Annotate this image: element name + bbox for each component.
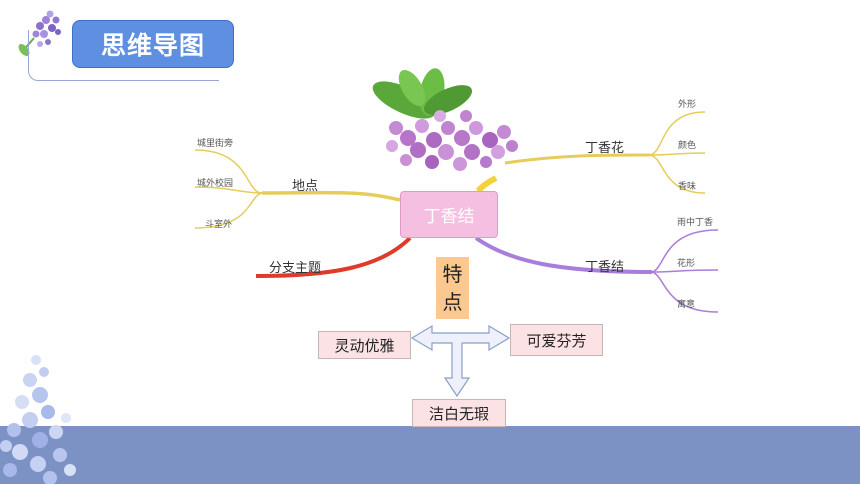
location-child-3: 斗室外 [205, 220, 233, 230]
trait-bottom: 洁白无瑕 [412, 399, 506, 427]
flower-child-1: 外形 [678, 100, 697, 110]
knot-child-1: 雨中丁香 [677, 218, 714, 228]
trait-left: 灵动优雅 [318, 331, 411, 359]
lilac-flower-icon [372, 68, 518, 171]
bottom-band [0, 426, 860, 484]
feature-topic: 特点 [436, 257, 469, 319]
flower-child-3: 香味 [678, 182, 697, 192]
location-child-1: 城里街旁 [197, 139, 234, 149]
page-title: 思维导图 [72, 20, 234, 68]
central-topic: 丁香结 [400, 191, 498, 238]
location-child-2: 城外校园 [197, 179, 234, 189]
lilac-cluster-icon [0, 355, 76, 484]
branch-location: 地点 [292, 179, 319, 194]
branch-knot: 丁香结 [585, 260, 625, 275]
title-frame [28, 30, 219, 81]
knot-child-3: 寓意 [677, 300, 696, 310]
flower-child-2: 颜色 [678, 141, 697, 151]
trait-arrows [410, 324, 511, 398]
lilac-sprig-icon [18, 10, 61, 56]
knot-child-2: 花形 [677, 259, 696, 269]
branch-subtheme: 分支主题 [269, 261, 322, 276]
trait-right: 可爱芬芳 [510, 324, 603, 356]
branch-flower: 丁香花 [585, 141, 625, 156]
